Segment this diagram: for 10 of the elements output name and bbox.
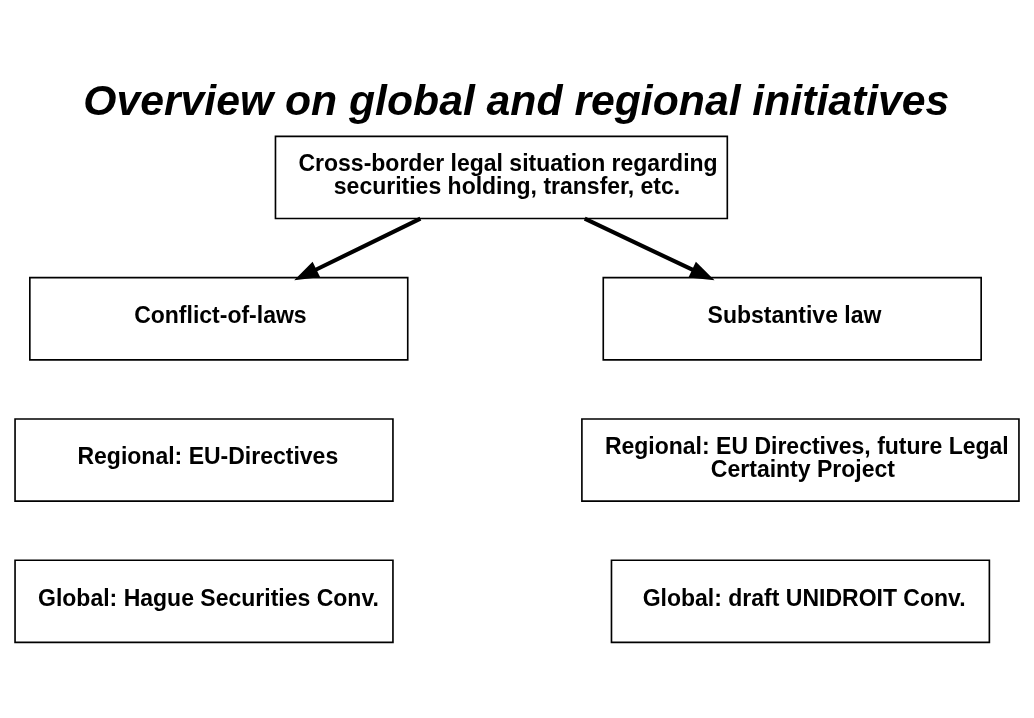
node-box: Cross-border legal situation regarding securities holding, transfer, etc. (274, 135, 729, 220)
node-box: Global: draft UNIDROIT Conv. (610, 559, 991, 644)
node-box: Substantive law (602, 276, 982, 361)
node-box: Global: Hague Securities Conv. (14, 559, 394, 644)
diagram-title: Overview on global and regional initiatives (83, 75, 950, 124)
arrow (294, 216, 422, 281)
node-box: Regional: EU Directives, future Legal Certainty Project (581, 418, 1020, 502)
node-box: Regional: EU-Directives (14, 418, 394, 502)
arrow (583, 216, 715, 281)
node-box: Conflict-of-laws (29, 276, 409, 361)
